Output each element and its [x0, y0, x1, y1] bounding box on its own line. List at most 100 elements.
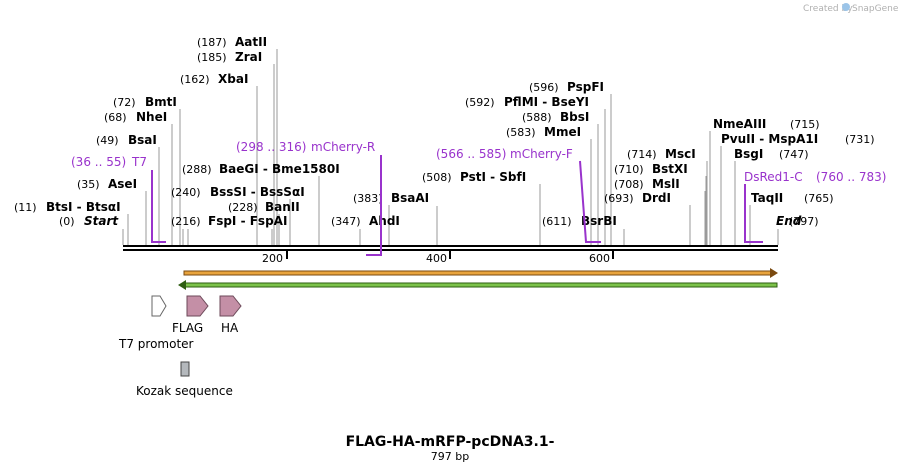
snapgene-logo-icon	[842, 3, 850, 11]
primer-label-t7[interactable]: T7	[131, 155, 147, 169]
primer-mark-t7[interactable]	[151, 170, 166, 243]
site-label-btsi[interactable]: BtsI - BtsαI	[46, 200, 121, 214]
leader-lines	[122, 49, 779, 245]
orf-forward[interactable]	[183, 268, 778, 278]
pos-bsssi: (240)	[171, 186, 201, 199]
site-label-bsssi[interactable]: BssSI - BssSαI	[210, 185, 305, 199]
primer-range-t7: (36 .. 55)	[71, 155, 126, 169]
site-label-bmti[interactable]: BmtI	[145, 95, 177, 109]
feature-kozak[interactable]: Kozak sequence	[136, 361, 233, 398]
kozak-box-icon	[180, 361, 190, 377]
pos-banii: (228)	[228, 201, 258, 214]
site-labels: (0) Start End (797) (11) BtsI - BtsαI (3…	[14, 35, 875, 228]
primer-range-dsred1-c: (760 .. 783)	[816, 170, 886, 184]
map-title: FLAG-HA-mRFP-pcDNA3.1-	[346, 434, 555, 450]
site-label-asei[interactable]: AseI	[108, 177, 137, 191]
pos-ahdi: (347)	[331, 215, 361, 228]
pos-taqii: (765)	[804, 192, 834, 205]
pos-msli: (708)	[614, 178, 644, 191]
orf-forward-arrowhead-icon	[770, 268, 778, 278]
primer-range-mcherry-r: (298 .. 316)	[236, 140, 306, 154]
pos-psti: (508)	[422, 171, 452, 184]
pos-xbai: (162)	[180, 73, 210, 86]
primer-range-mcherry-f: (566 .. 585)	[436, 147, 506, 161]
tick-label-200: 200	[262, 252, 283, 265]
site-label-nhei[interactable]: NheI	[136, 110, 167, 124]
site-label-fspi[interactable]: FspI - FspAI	[208, 214, 287, 228]
site-label-bsgi[interactable]: BsgI	[734, 147, 763, 161]
pos-mmei: (583)	[506, 126, 536, 139]
primer-mark-dsred1-c[interactable]	[744, 184, 763, 243]
pos-pvuii: (731)	[845, 133, 875, 146]
site-label-bbsi[interactable]: BbsI	[560, 110, 589, 124]
pos-nhei: (68)	[104, 111, 127, 124]
pos-aatii: (187)	[197, 36, 227, 49]
pos-btsi: (11)	[14, 201, 37, 214]
pos-asei: (35)	[77, 178, 100, 191]
ha-tag-arrow-icon	[219, 295, 242, 317]
pos-bsaai: (383)	[353, 192, 383, 205]
site-label-bsrbi[interactable]: BsrBI	[581, 214, 617, 228]
snapgene-logo: SnapGene	[842, 3, 899, 14]
site-label-bsai[interactable]: BsaI	[128, 133, 157, 147]
pos-bsai: (49)	[96, 134, 119, 147]
primer-label-dsred1-c[interactable]: DsRed1-C	[744, 170, 803, 184]
credit-text: Created by	[803, 4, 853, 14]
snapgene-brand: SnapGene	[852, 4, 899, 14]
site-label-taqii[interactable]: TaqII	[751, 191, 783, 205]
pos-nmeaiii: (715)	[790, 118, 820, 131]
site-label-msci[interactable]: MscI	[665, 147, 696, 161]
map-length: 797 bp	[431, 450, 469, 463]
feature-flag[interactable]: FLAG	[172, 295, 209, 335]
feature-label-ha: HA	[221, 321, 239, 335]
site-label-msli[interactable]: MslI	[652, 177, 680, 191]
feature-t7-promoter[interactable]: T7 promoter	[118, 295, 194, 351]
site-label-nmeaiii[interactable]: NmeAIII	[713, 117, 766, 131]
site-label-ahdi[interactable]: AhdI	[369, 214, 400, 228]
site-label-psti[interactable]: PstI - SbfI	[460, 170, 526, 184]
primer-mark-mcherry-f[interactable]	[579, 160, 601, 243]
pos-bsgi: (747)	[779, 148, 809, 161]
primer-labels: (36 .. 55) T7 (298 .. 316) mCherry-R (56…	[71, 140, 886, 184]
site-label-end[interactable]: End	[776, 214, 802, 228]
pos-zrai: (185)	[197, 51, 227, 64]
site-label-pflmi[interactable]: PflMI - BseYI	[504, 95, 589, 109]
site-label-drdi[interactable]: DrdI	[642, 191, 671, 205]
site-label-banii[interactable]: BanII	[265, 200, 300, 214]
primer-mark-mcherry-r[interactable]	[366, 155, 382, 256]
flag-tag-arrow-icon	[186, 295, 209, 317]
pos-bmti: (72)	[113, 96, 136, 109]
feature-label-kozak: Kozak sequence	[136, 384, 233, 398]
tick-label-400: 400	[426, 252, 447, 265]
site-label-pspfi[interactable]: PspFI	[567, 80, 604, 94]
site-label-aatii[interactable]: AatII	[235, 35, 267, 49]
feature-label-t7-promoter: T7 promoter	[118, 337, 194, 351]
feature-ha[interactable]: HA	[219, 295, 242, 335]
feature-label-flag: FLAG	[172, 321, 203, 335]
pos-end: (797)	[789, 215, 819, 228]
pos-fspi: (216)	[171, 215, 201, 228]
promoter-arrow-icon	[151, 295, 167, 317]
site-label-xbai[interactable]: XbaI	[218, 72, 248, 86]
orf-forward-bar	[183, 270, 773, 276]
pos-pflmi: (592)	[465, 96, 495, 109]
pos-start: (0)	[59, 215, 75, 228]
site-label-pvuii[interactable]: PvuII - MspA1I	[721, 132, 818, 146]
site-label-baegi[interactable]: BaeGI - Bme1580I	[219, 162, 340, 176]
pos-msci: (714)	[627, 148, 657, 161]
orf-reverse[interactable]	[178, 280, 778, 290]
tick-label-600: 600	[589, 252, 610, 265]
primer-label-mcherry-r[interactable]: mCherry-R	[311, 140, 375, 154]
sequence-backbone	[123, 245, 778, 251]
primer-marks	[151, 155, 763, 256]
site-label-bstxi[interactable]: BstXI	[652, 162, 688, 176]
primer-label-mcherry-f[interactable]: mCherry-F	[510, 147, 573, 161]
site-label-zrai[interactable]: ZraI	[235, 50, 262, 64]
site-label-start[interactable]: Start	[84, 214, 119, 228]
pos-baegi: (288)	[182, 163, 212, 176]
site-label-bsaai[interactable]: BsaAI	[391, 191, 429, 205]
ruler: 200 400 600	[262, 251, 614, 265]
site-label-mmei[interactable]: MmeI	[544, 125, 581, 139]
pos-bsrbi: (611)	[542, 215, 572, 228]
